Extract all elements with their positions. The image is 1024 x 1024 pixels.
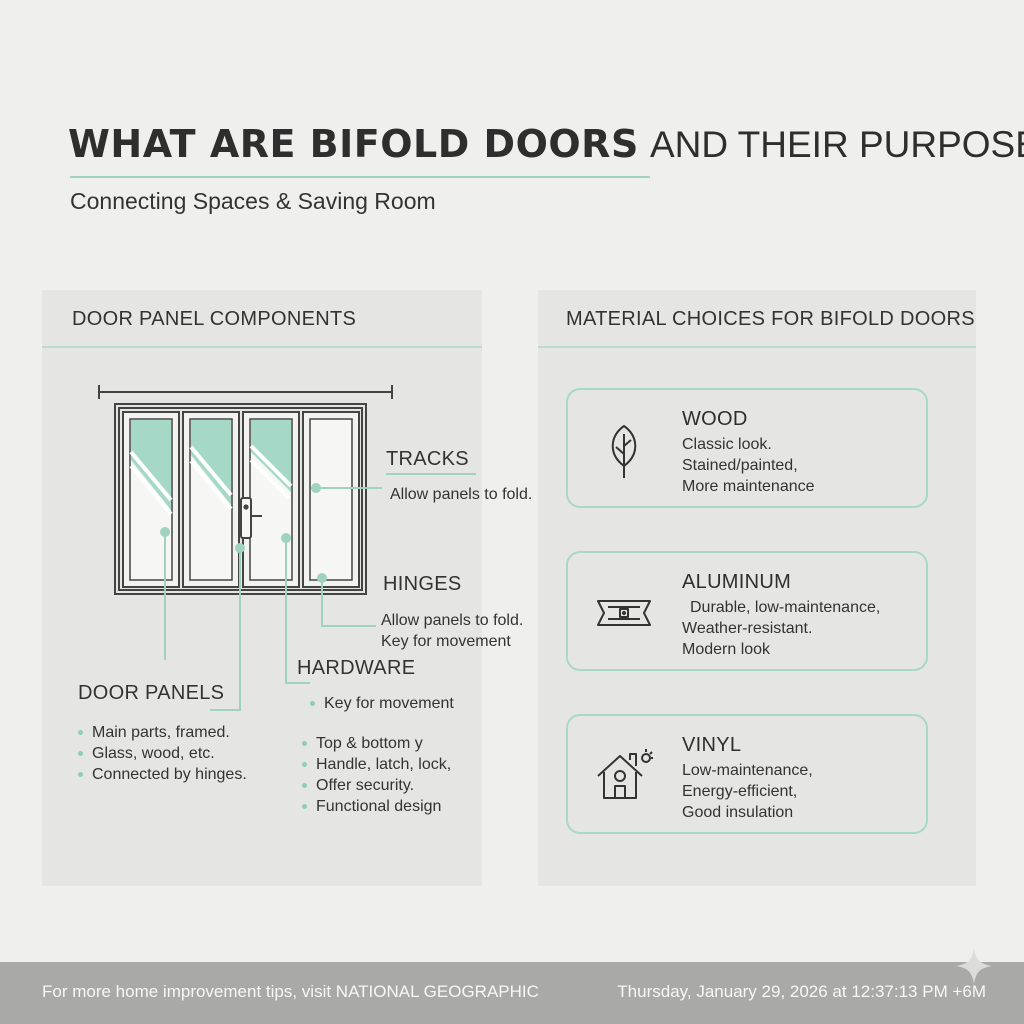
title-underline bbox=[70, 176, 650, 178]
leaf-icon bbox=[611, 425, 637, 478]
hinges-title: HINGES bbox=[383, 573, 462, 595]
material-line: Modern look bbox=[682, 641, 771, 658]
door-panels-bullet: Main parts, framed. bbox=[78, 722, 247, 743]
components-panel-heading: DOOR PANEL COMPONENTS bbox=[72, 308, 357, 330]
hardware-bullet: Key for movement bbox=[310, 693, 454, 714]
material-line: Weather-resistant. bbox=[682, 620, 813, 637]
material-line: Energy-efficient, bbox=[682, 783, 798, 800]
material-card-aluminum: ALUMINUM Durable, low-maintenance, Weath… bbox=[566, 551, 928, 671]
page-title-rest: AND THEIR PURPOSE? bbox=[649, 124, 1024, 165]
hardware-bullets-top: Key for movement bbox=[310, 693, 454, 714]
hardware-title: HARDWARE bbox=[297, 657, 416, 679]
page-title: WHAT ARE BIFOLD DOORS AND THEIR PURPOSE? bbox=[68, 118, 1024, 171]
materials-panel-heading: MATERIAL CHOICES FOR BIFOLD DOORS bbox=[566, 308, 975, 330]
page-title-bold: WHAT ARE BIFOLD DOORS bbox=[68, 122, 639, 166]
door-panels-bullets: Main parts, framed. Glass, wood, etc. Co… bbox=[78, 722, 247, 785]
footer-credit: For more home improvement tips, visit NA… bbox=[42, 982, 539, 1001]
material-description: Durable, low-maintenance, Weather-resist… bbox=[682, 597, 880, 660]
material-card-vinyl: VINYL Low-maintenance, Energy-efficient,… bbox=[566, 714, 928, 834]
material-title: VINYL bbox=[682, 734, 742, 756]
material-title: ALUMINUM bbox=[682, 571, 792, 593]
door-panels-bullet: Glass, wood, etc. bbox=[78, 743, 247, 764]
hardware-bullet: Handle, latch, lock, bbox=[302, 754, 451, 775]
hinges-line-1: Allow panels to fold. bbox=[381, 612, 524, 629]
hardware-bullets: Top & bottom y Handle, latch, lock, Offe… bbox=[302, 733, 451, 817]
page-subtitle: Connecting Spaces & Saving Room bbox=[70, 188, 436, 214]
material-card-wood: WOOD Classic look. Stained/painted, More… bbox=[566, 388, 928, 508]
material-line: More maintenance bbox=[682, 478, 815, 495]
hinges-line-2: Key for movement bbox=[381, 633, 511, 650]
material-line: Stained/painted, bbox=[682, 457, 798, 474]
material-line: Good insulation bbox=[682, 804, 794, 821]
materials-panel-header: MATERIAL CHOICES FOR BIFOLD DOORS bbox=[538, 290, 976, 348]
footer-bar: For more home improvement tips, visit NA… bbox=[0, 962, 1024, 1024]
material-line: Durable, low-maintenance, bbox=[690, 599, 881, 616]
door-panels-title: DOOR PANELS bbox=[78, 682, 225, 704]
material-line: Low-maintenance, bbox=[682, 762, 813, 779]
tracks-text: Allow panels to fold. bbox=[390, 486, 533, 503]
house-icon bbox=[597, 749, 653, 799]
hardware-bullet: Offer security. bbox=[302, 775, 451, 796]
material-description: Low-maintenance, Energy-efficient, Good … bbox=[682, 760, 813, 823]
sparkle-icon bbox=[956, 948, 992, 984]
tracks-underline bbox=[386, 473, 476, 475]
door-panels-bullet: Connected by hinges. bbox=[78, 764, 247, 785]
material-line: Classic look. bbox=[682, 436, 772, 453]
hardware-bullet: Top & bottom y bbox=[302, 733, 451, 754]
tracks-title: TRACKS bbox=[386, 448, 469, 470]
material-title: WOOD bbox=[682, 408, 748, 430]
aluminum-profile-icon bbox=[597, 600, 651, 626]
footer-timestamp: Thursday, January 29, 2026 at 12:37:13 P… bbox=[617, 982, 986, 1001]
hardware-bullet: Functional design bbox=[302, 796, 451, 817]
components-panel-header: DOOR PANEL COMPONENTS bbox=[42, 290, 482, 348]
material-description: Classic look. Stained/painted, More main… bbox=[682, 434, 815, 497]
